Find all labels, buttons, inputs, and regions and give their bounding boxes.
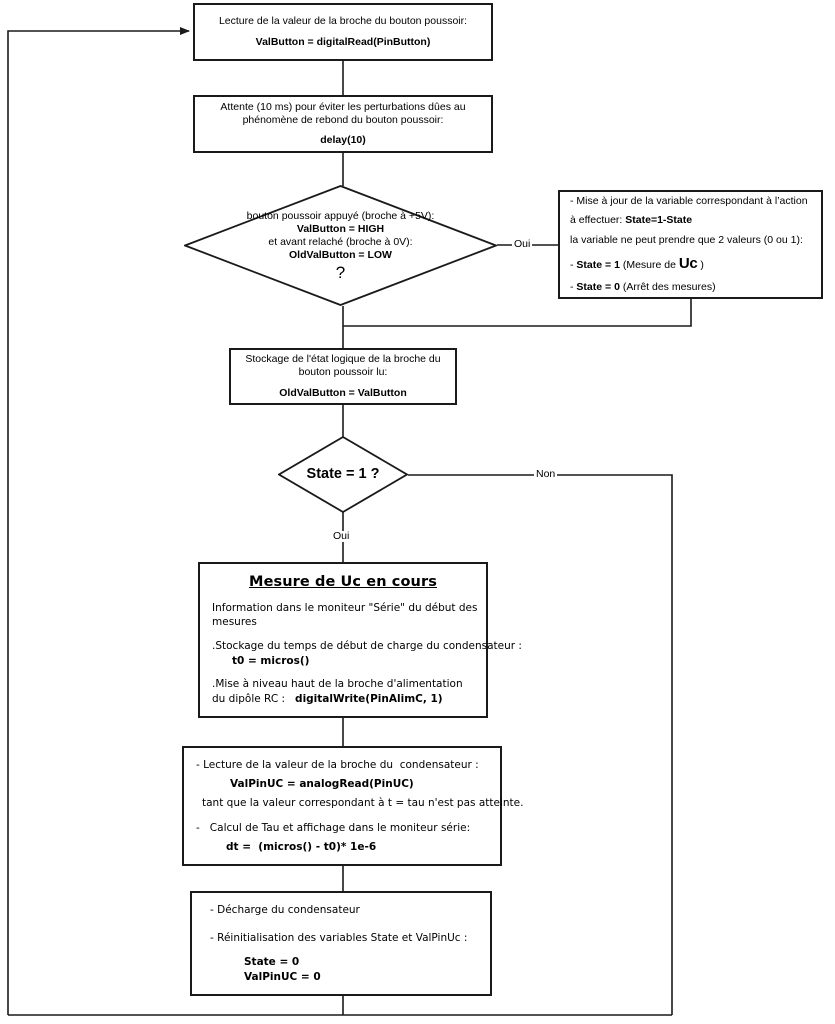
- node-read-capacitor[interactable]: - Lecture de la valeur de la broche du c…: [182, 746, 523, 866]
- state-test-label: State = 1 ?: [306, 466, 380, 483]
- read-cap-line-3: tant que la valeur correspondant à t = t…: [202, 796, 524, 809]
- measure-start-line-4: t0 = micros(): [232, 654, 310, 667]
- state-update-line-5-rest: (Arrêt des mesures): [619, 280, 716, 293]
- measure-start-line-2: mesures: [212, 616, 257, 629]
- state-update-line-4: - State = 1 (Mesure de Uc ): [570, 250, 704, 278]
- state-test-text: State = 1 ?: [278, 436, 408, 513]
- node-discharge[interactable]: - Décharge du condensateur - Réinitialis…: [190, 891, 492, 996]
- debounce-line-1: Attente (10 ms) pour éviter les perturba…: [220, 100, 466, 113]
- measure-start-line-3: .Stockage du temps de début de charge du…: [212, 640, 522, 653]
- measure-start-line-6: du dipôle RC : digitalWrite(PinAlimC, 1): [212, 692, 443, 706]
- state-update-line-2: à effectuer: State=1-State: [570, 211, 692, 231]
- decision-shape: [184, 185, 497, 306]
- state-update-line-4-dash: -: [570, 259, 577, 272]
- measure-start-line-6-bold: digitalWrite(PinAlimC, 1): [295, 692, 443, 705]
- node-measure-start[interactable]: Mesure de Uc en cours Information dans l…: [198, 562, 522, 718]
- node-button-test[interactable]: bouton poussoir appuyé (broche à +5V): V…: [184, 185, 497, 306]
- edge-label-state-test-no: Non: [534, 468, 558, 480]
- measure-start-title: Mesure de Uc en cours: [249, 574, 437, 590]
- button-test-line-4: OldValButton = LOW: [289, 249, 392, 262]
- discharge-line-1: - Décharge du condensateur: [210, 904, 360, 916]
- read-button-line-1: Lecture de la valeur de la broche du bou…: [218, 15, 468, 28]
- state-update-line-2-plain: à effectuer:: [570, 214, 626, 227]
- state-update-line-4-rest-a: (Mesure de: [619, 259, 679, 272]
- node-state-test[interactable]: State = 1 ?: [278, 436, 408, 513]
- read-cap-line-4: - Calcul de Tau et affichage dans le mon…: [196, 821, 471, 834]
- node-store-state[interactable]: Stockage de l'état logique de la broche …: [229, 348, 457, 405]
- store-state-line-1: Stockage de l'état logique de la broche …: [245, 353, 441, 366]
- node-state-update[interactable]: - Mise à jour de la variable corresponda…: [558, 190, 823, 299]
- measure-start-line-5: .Mise à niveau haut de la broche d'alime…: [212, 678, 463, 691]
- wire-loopback: [7, 27, 190, 1015]
- state-update-line-5: - State = 0 (Arrêt des mesures): [570, 278, 716, 298]
- decision-shape: [278, 436, 408, 513]
- read-button-line-2: ValButton = digitalRead(PinButton): [255, 36, 431, 48]
- state-update-line-1: - Mise à jour de la variable corresponda…: [570, 194, 808, 207]
- state-update-line-3: la variable ne peut prendre que 2 valeur…: [570, 233, 803, 246]
- edge-label-state-test-yes: Oui: [331, 530, 352, 542]
- read-cap-line-5: dt = (micros() - t0)* 1e-6: [226, 840, 377, 853]
- button-test-line-3: et avant relaché (broche à 0V):: [268, 236, 413, 249]
- read-cap-line-1: - Lecture de la valeur de la broche du c…: [196, 759, 479, 771]
- discharge-line-3: State = 0: [244, 956, 300, 969]
- button-test-line-2: ValButton = HIGH: [296, 222, 385, 235]
- store-state-line-3: OldValButton = ValButton: [279, 386, 407, 399]
- edge-label-button-test-yes: Oui: [512, 238, 533, 250]
- read-cap-line-2: ValPinUC = analogRead(PinUC): [230, 777, 414, 790]
- measure-start-line-1: Information dans le moniteur "Série" du …: [212, 602, 478, 614]
- discharge-line-4: ValPinUC = 0: [244, 970, 321, 983]
- state-update-uc-symbol: Uc: [678, 255, 698, 273]
- debounce-line-2: phénomène de rebond du bouton poussoir:: [242, 113, 444, 126]
- node-debounce[interactable]: Attente (10 ms) pour éviter les perturba…: [193, 95, 493, 153]
- measure-start-line-6-plain: du dipôle RC :: [212, 692, 296, 705]
- button-test-line-1: bouton poussoir appuyé (broche à +5V):: [246, 209, 435, 222]
- store-state-line-2: bouton poussoir lu:: [298, 366, 388, 379]
- state-update-line-4-bold: State = 1: [576, 259, 620, 272]
- node-read-button[interactable]: Lecture de la valeur de la broche du bou…: [193, 3, 493, 61]
- button-test-question-mark: ?: [335, 262, 346, 282]
- button-test-text: bouton poussoir appuyé (broche à +5V): V…: [184, 185, 497, 306]
- discharge-line-2: - Réinitialisation des variables State e…: [210, 931, 468, 944]
- state-update-line-2-bold: State=1-State: [625, 214, 693, 227]
- state-update-line-4-rest-b: ): [697, 259, 704, 272]
- debounce-line-3: delay(10): [320, 134, 366, 147]
- state-update-line-5-dash: -: [570, 280, 577, 293]
- state-update-line-5-bold: State = 0: [576, 280, 620, 293]
